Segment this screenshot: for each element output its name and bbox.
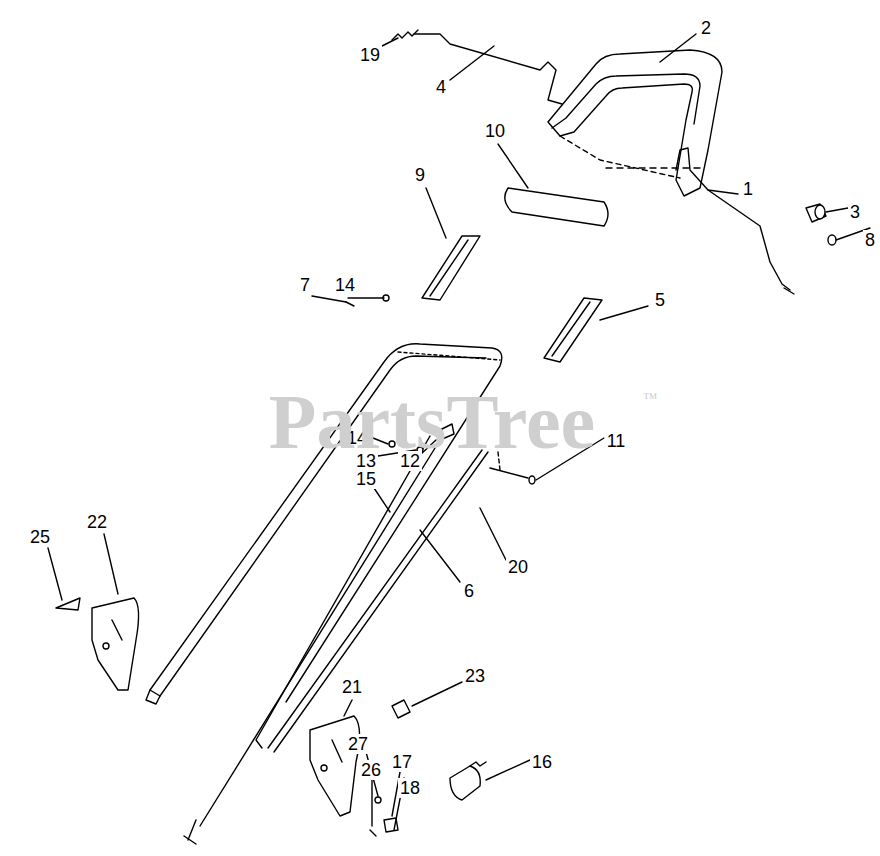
callout-number: 22 [85, 512, 109, 532]
callout-number: 2 [699, 18, 713, 38]
callout-number: 19 [358, 45, 382, 65]
callout-number: 26 [359, 760, 383, 780]
callout-number: 18 [398, 778, 422, 798]
callout-number: 25 [28, 527, 52, 547]
callout-number: 27 [346, 734, 370, 754]
callout-number: 6 [462, 581, 476, 601]
callout-number: 11 [605, 431, 628, 451]
callout-number: 15 [354, 469, 378, 489]
callout-number: 1 [741, 179, 755, 199]
callout-number: 20 [506, 557, 530, 577]
callout-number: 7 [298, 275, 312, 295]
callout-number: 3 [848, 202, 862, 222]
callout-number: 10 [483, 121, 507, 141]
watermark: PartsTree [269, 383, 595, 461]
callout-number: 5 [653, 290, 667, 310]
callout-number: 17 [390, 752, 414, 772]
callout-number: 14 [333, 275, 357, 295]
callout-number: 4 [434, 77, 448, 97]
callout-number: 8 [863, 230, 877, 250]
callout-number: 9 [413, 165, 427, 185]
callout-number: 21 [340, 677, 364, 697]
callout-number: 23 [463, 666, 487, 686]
watermark-mark: ™ [643, 391, 658, 406]
callout-number: 16 [530, 752, 554, 772]
